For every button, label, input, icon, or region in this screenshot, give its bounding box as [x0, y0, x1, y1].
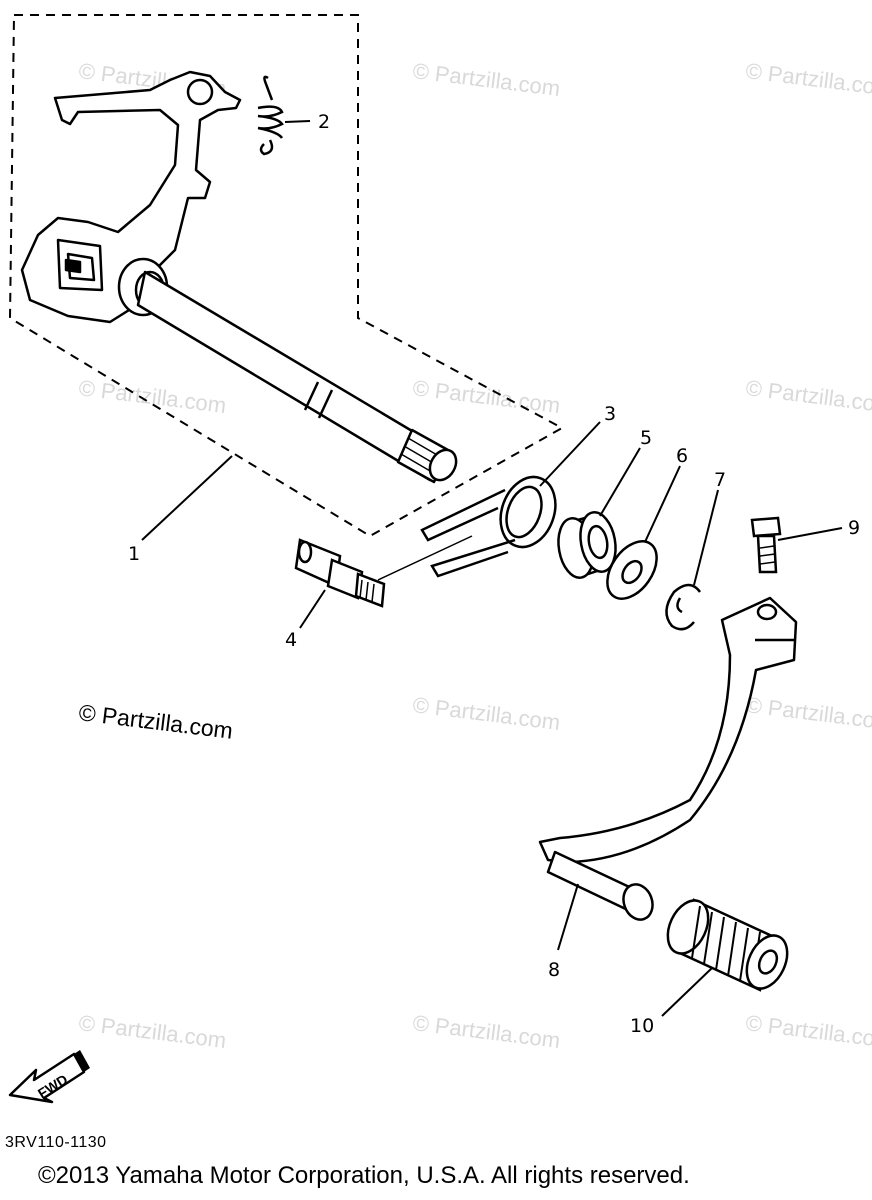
circlip [665, 583, 702, 631]
copyright-notice: ©2013 Yamaha Motor Corporation, U.S.A. A… [38, 1162, 690, 1189]
leader-line [693, 489, 719, 586]
callout-6: 6 [676, 445, 688, 467]
watermark: © Partzilla.com [411, 375, 561, 418]
callout-10: 10 [630, 1015, 654, 1037]
leader-line [661, 967, 713, 1017]
leader-line [777, 527, 843, 541]
leader-line [557, 883, 579, 951]
callout-2: 2 [318, 111, 330, 133]
watermark: © Partzilla.com [744, 1010, 872, 1053]
stopper-bolt [294, 538, 386, 608]
callout-1: 1 [128, 543, 140, 565]
pinch-bolt [750, 516, 782, 574]
watermark-prominent: © Partzilla.com [77, 699, 234, 744]
callouts: 1 2 3 4 5 6 7 8 9 10 [128, 111, 860, 1037]
leader-line [644, 465, 681, 543]
leader-line [539, 421, 601, 487]
pedal-rubber [666, 898, 789, 992]
callout-7: 7 [714, 469, 726, 491]
shift-shaft [20, 70, 458, 484]
watermark: © Partzilla.com [744, 58, 872, 101]
callout-4: 4 [285, 629, 297, 651]
callout-3: 3 [604, 403, 616, 425]
callout-8: 8 [548, 959, 560, 981]
watermark: © Partzilla.com [411, 692, 561, 735]
watermark: © Partzilla.com [744, 375, 872, 418]
watermark: © Partzilla.com [411, 1010, 561, 1053]
leader-line [141, 455, 233, 541]
watermark: © Partzilla.com [411, 58, 561, 101]
leader-line [377, 535, 473, 581]
leader-line [299, 589, 326, 629]
assembly-boundary [8, 14, 565, 538]
washer [606, 540, 658, 600]
shift-pedal [538, 596, 798, 921]
callout-9: 9 [848, 517, 860, 539]
watermark: © Partzilla.com [744, 692, 872, 735]
leader-line [599, 447, 641, 517]
watermarks: © Partzilla.com © Partzilla.com © Partzi… [77, 58, 872, 1053]
watermark: © Partzilla.com [77, 1010, 227, 1053]
leader-line [284, 120, 311, 123]
spring [257, 75, 284, 156]
watermark: © Partzilla.com [77, 375, 227, 418]
torsion-spring [420, 475, 557, 578]
diagram-code: 3RV110-1130 [5, 1134, 107, 1151]
fwd-arrow-icon: FWD [8, 1050, 90, 1104]
oil-seal [557, 511, 617, 579]
callout-5: 5 [640, 427, 652, 449]
